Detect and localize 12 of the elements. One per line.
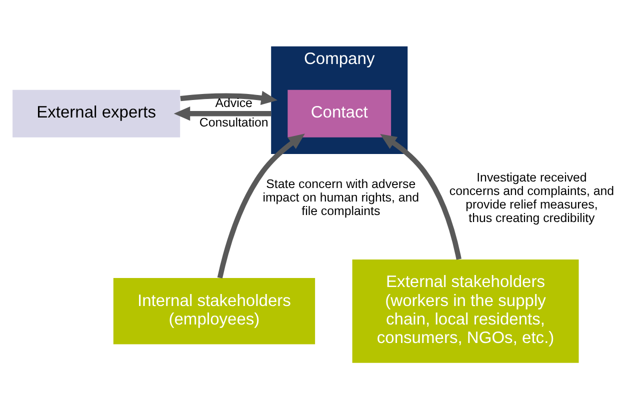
edge-label: Investigate received concerns and complaints, and provide relief measures, thus creating credibility (449, 170, 614, 225)
arrow (380, 134, 462, 260)
node-box: Internal stakeholders (employees) (113, 278, 316, 344)
edge-label: State concern with adverse impact on human rights, and file complaints (262, 177, 420, 218)
edge-label: Consultation (199, 116, 268, 130)
node-box: External experts (12, 90, 180, 138)
node-box: External stakeholders (workers in the supply chain, local residents, consumers, NGOs, etc.) (352, 259, 579, 363)
arrow (217, 134, 305, 278)
edge-label: Advice (215, 96, 252, 110)
arrow (180, 90, 278, 106)
node-box: Contact (288, 90, 392, 138)
arrow (174, 106, 272, 121)
